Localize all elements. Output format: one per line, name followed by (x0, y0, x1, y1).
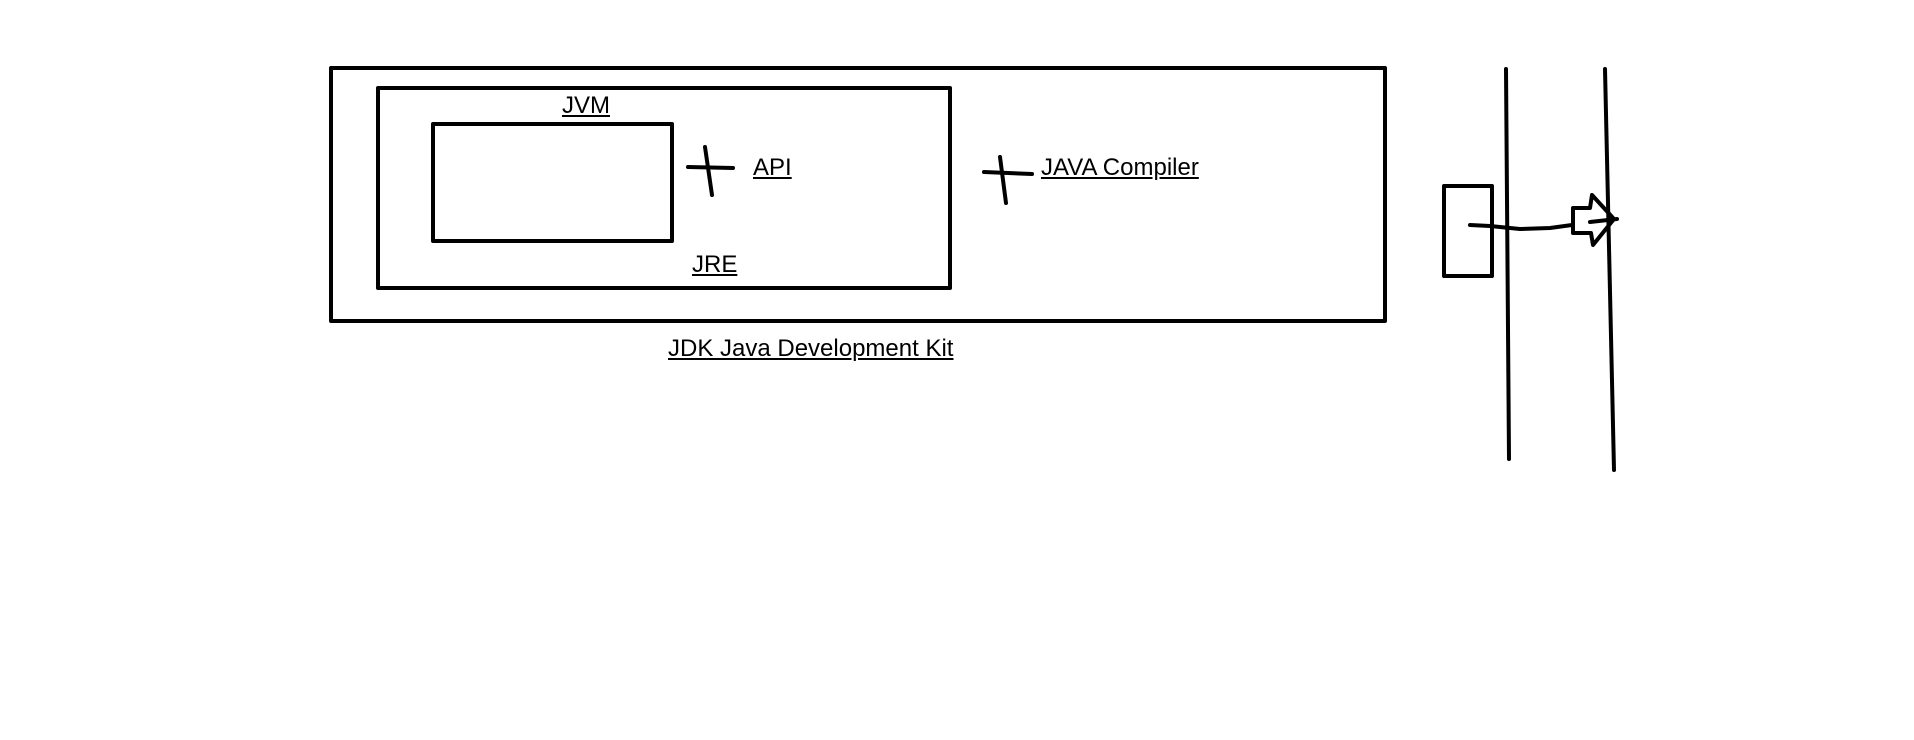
arrow-head-icon (1571, 193, 1616, 247)
vertical-line-left (1504, 67, 1511, 461)
jdk-box (329, 66, 1387, 323)
plus-sign-api (686, 145, 735, 197)
arrow-shaft (1468, 223, 1574, 231)
plus-sign-compiler (982, 155, 1034, 205)
java-compiler-label: JAVA Compiler (1041, 154, 1199, 181)
api-label: API (753, 154, 792, 181)
jvm-box (431, 122, 674, 243)
arrow-tip (1588, 217, 1619, 224)
jre-box (376, 86, 952, 290)
jdk-label: JDK Java Development Kit (668, 335, 954, 362)
jvm-label: JVM (562, 92, 610, 119)
vertical-line-right (1603, 67, 1616, 472)
jre-label: JRE (692, 251, 738, 278)
small-box (1442, 184, 1494, 278)
